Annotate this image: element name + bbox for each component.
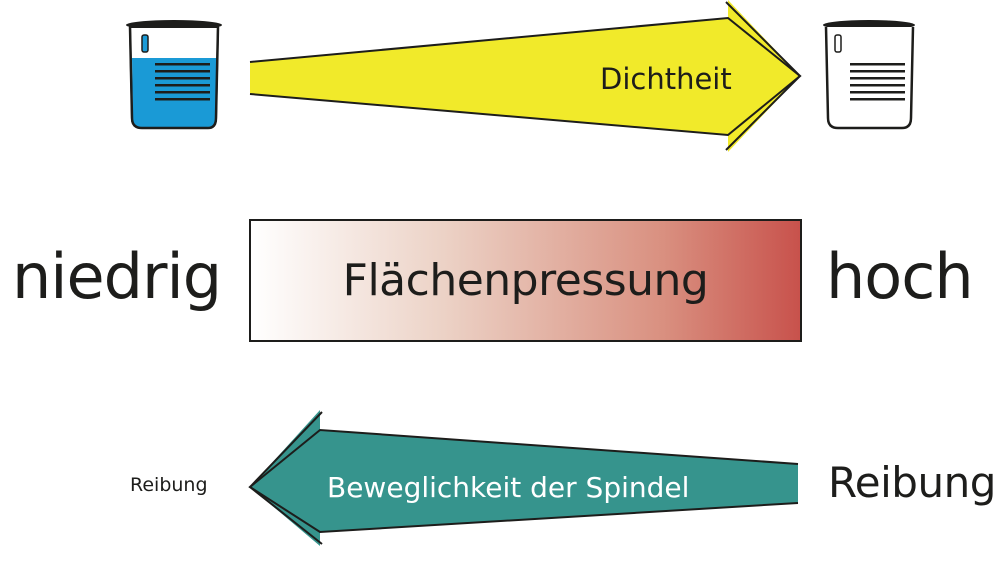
container-full-icon	[126, 20, 222, 130]
mobility-arrow	[250, 410, 798, 546]
tightness-arrow	[250, 0, 800, 152]
tightness-label: Dichtheit	[600, 62, 732, 96]
mobility-label: Beweglichkeit der Spindel	[327, 471, 690, 504]
high-label: hoch	[826, 240, 974, 313]
pressure-gradient-bar: Flächenpressung	[249, 219, 802, 342]
friction-high-label: Reibung	[828, 458, 996, 507]
container-empty-icon	[823, 20, 915, 130]
friction-low-label: Reibung	[130, 474, 208, 496]
pressure-label: Flächenpressung	[342, 255, 709, 306]
low-label: niedrig	[12, 240, 222, 313]
